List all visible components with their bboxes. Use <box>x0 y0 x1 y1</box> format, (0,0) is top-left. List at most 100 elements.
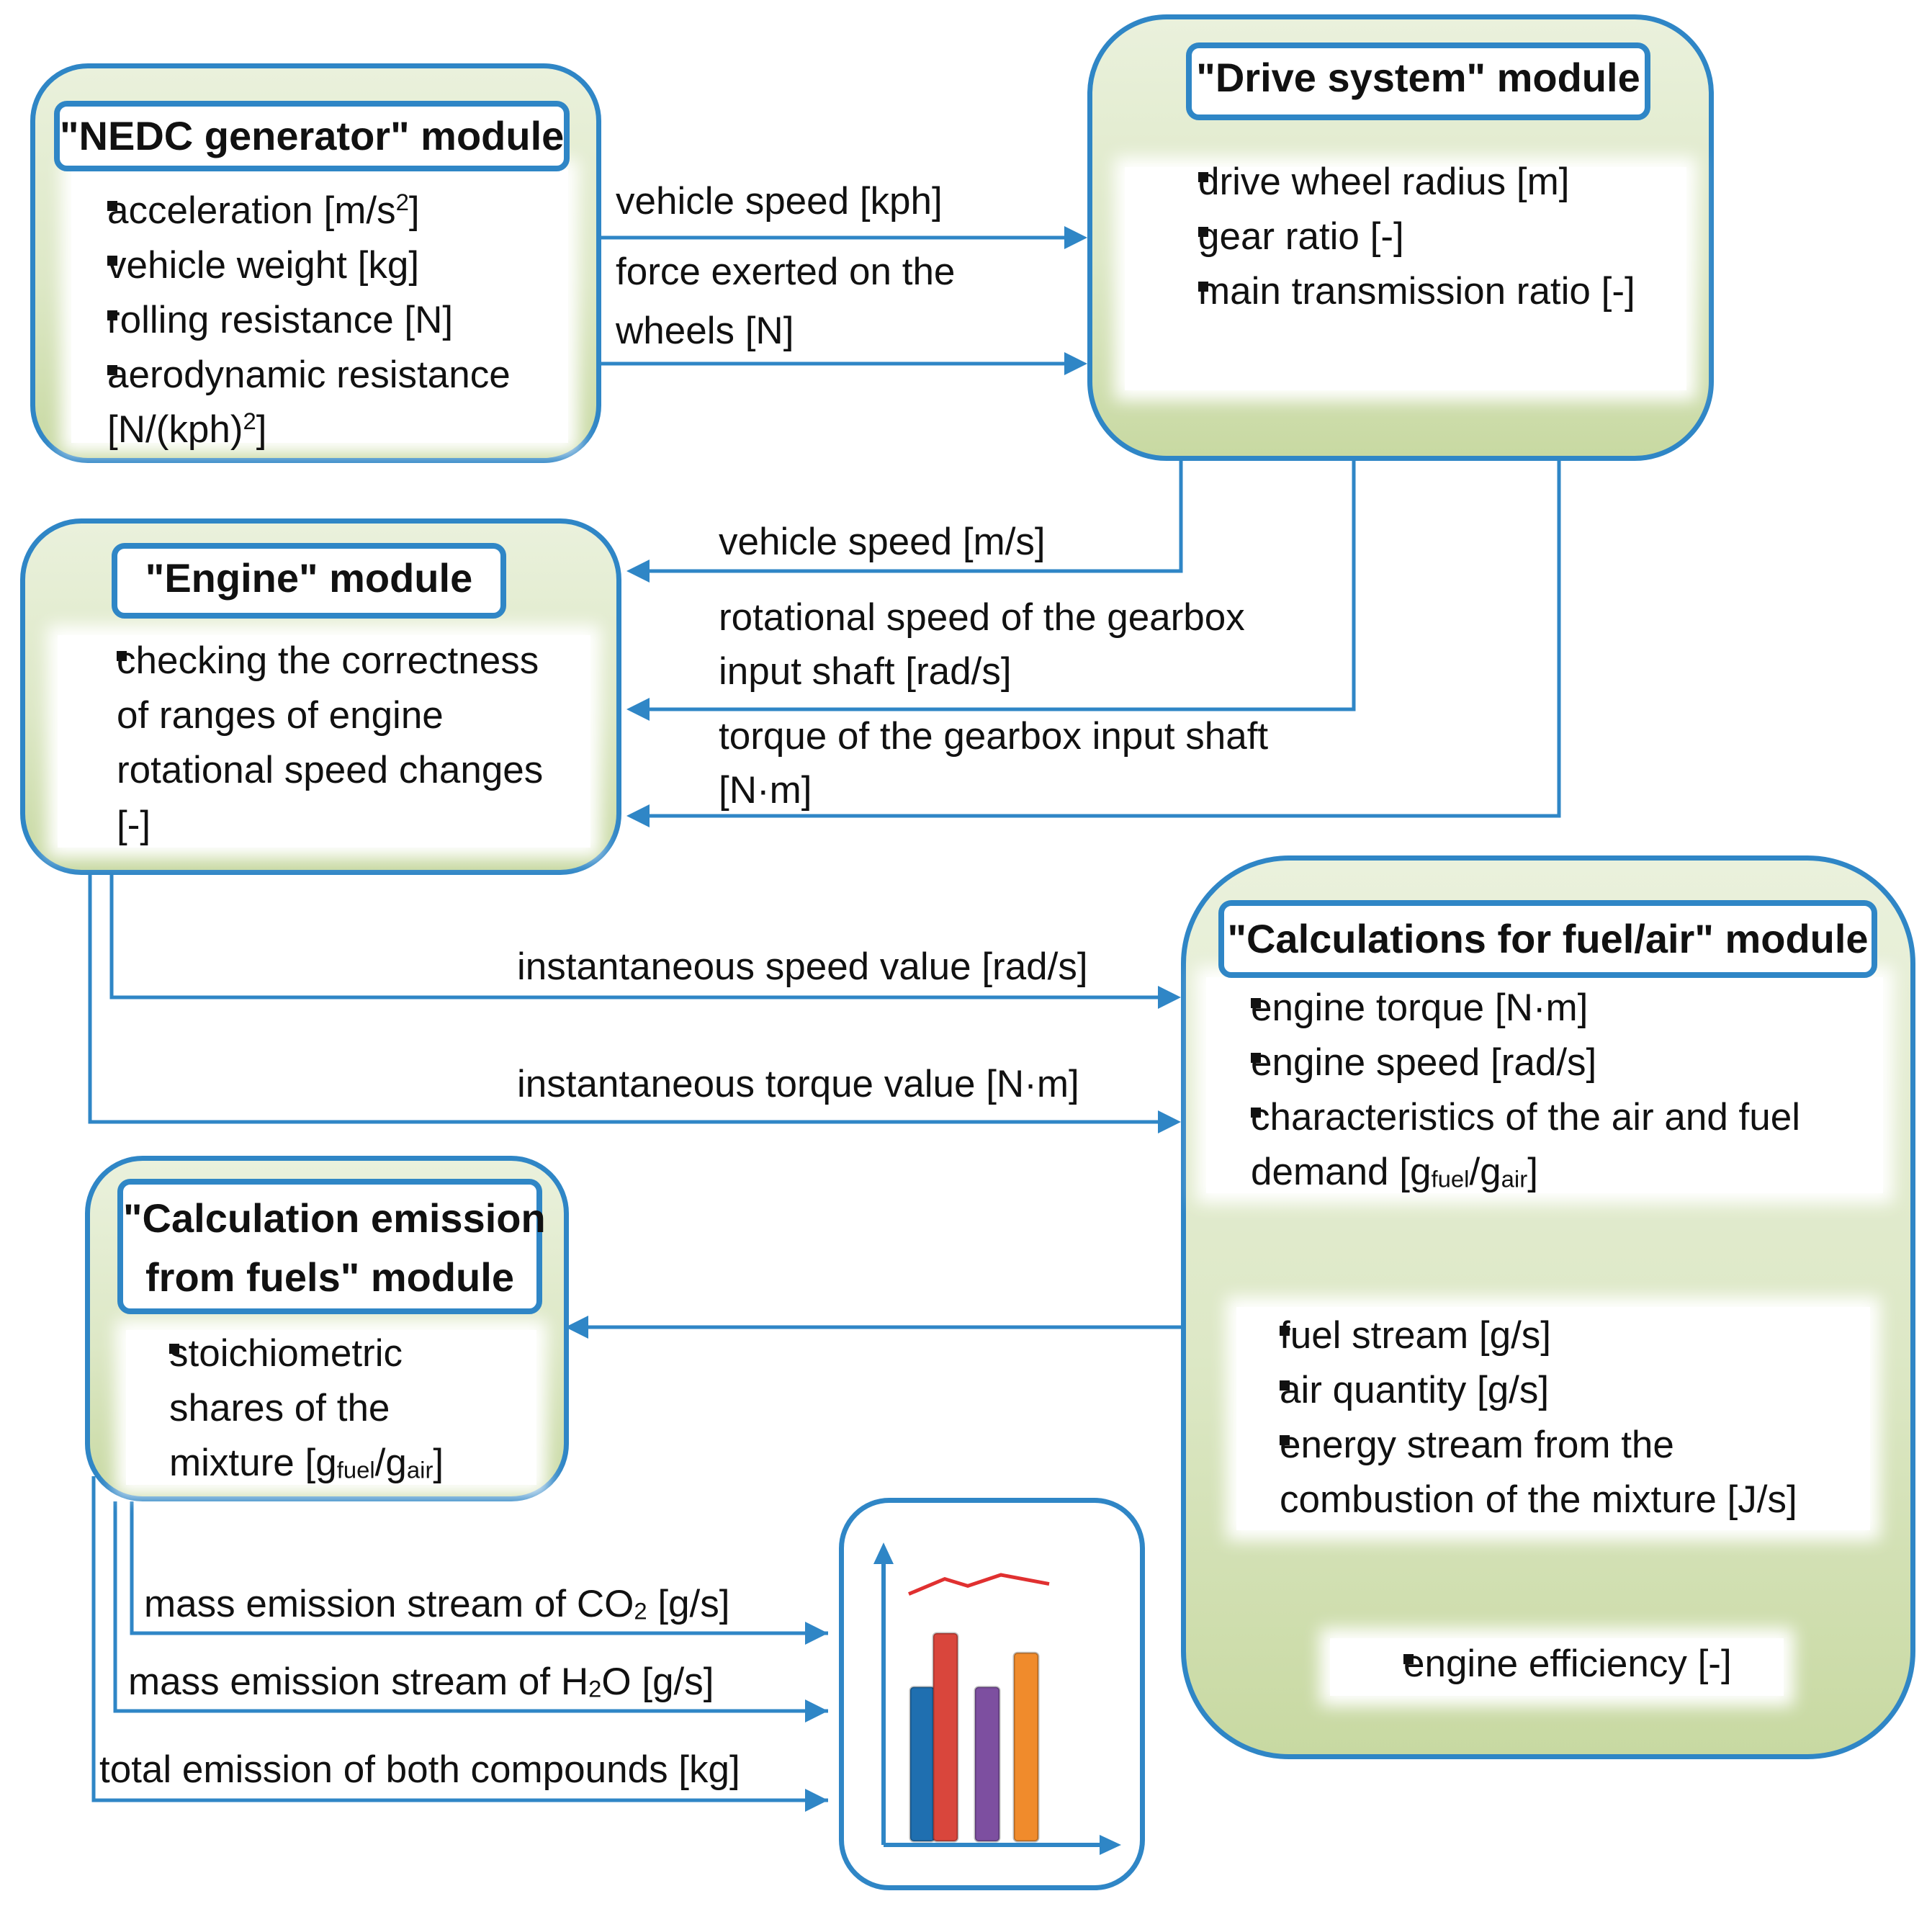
mixture-end: ] <box>433 1442 444 1484</box>
engine-line-1: checking the correctness <box>117 639 539 682</box>
chart-bar <box>909 1686 936 1843</box>
efficiency-list: engine efficiency [-] <box>1323 1637 1827 1692</box>
emission-chart-box <box>839 1498 1145 1890</box>
fuel-air-input-list: engine torque [N·m] engine speed [rad/s]… <box>1222 981 1906 1206</box>
engine-module: "Engine" module checking the correctness… <box>20 518 621 875</box>
h2o-unit: O [g/s] <box>601 1661 714 1703</box>
engine-line-2: of ranges of engine <box>117 694 444 737</box>
drive-parameter-list: drive wheel radius [m] gear ratio [-] ma… <box>1136 155 1704 319</box>
list-item: engine torque [N·m] <box>1222 981 1906 1036</box>
label-force-line-2: wheels [N] <box>616 310 794 352</box>
demand-sub-air: air <box>1501 1165 1528 1192</box>
mixture-sub-fuel: fuel <box>336 1456 375 1483</box>
demand-text: demand [g <box>1251 1151 1432 1193</box>
demand-mid: /g <box>1469 1151 1501 1193</box>
fuel-air-module-title: "Calculations for fuel/air" module <box>1218 900 1877 978</box>
arrow-total <box>91 1476 828 1802</box>
emission-panel <box>126 1330 536 1485</box>
list-item: checking the correctness of ranges of en… <box>84 634 617 853</box>
label-rotational-line-1: rotational speed of the gearbox <box>719 596 1245 639</box>
chart-bar <box>932 1632 959 1843</box>
list-item: stoichiometric shares of the mixture [gf… <box>140 1326 572 1497</box>
list-item: gear ratio [-] <box>1136 210 1704 264</box>
drive-system-module: "Drive system" module drive wheel radius… <box>1087 14 1714 461</box>
x-axis-arrowhead <box>1100 1835 1121 1855</box>
list-item: drive wheel radius [m] <box>1136 155 1704 210</box>
list-item: air quantity [g/s] <box>1251 1363 1899 1418</box>
label-instantaneous-torque: instantaneous torque value [N·m] <box>517 1063 1079 1105</box>
label-co2-emission: mass emission stream of CO2 [g/s] <box>144 1577 730 1638</box>
label-force-line-1: force exerted on the <box>616 251 956 293</box>
emission-module-title: "Calculation emission from fuels" module <box>117 1179 546 1314</box>
engine-line-4: [-] <box>117 804 151 846</box>
emission-line-1: stoichiometric <box>169 1332 403 1375</box>
co2-text: mass emission stream of CO <box>144 1583 634 1625</box>
list-item: aerodynamic resistance [N/(kph)2] <box>78 348 583 457</box>
list-item: engine efficiency [-] <box>1323 1637 1827 1692</box>
characteristics-text: characteristics of the air and fuel <box>1251 1096 1800 1138</box>
engine-module-title: "Engine" module <box>112 543 506 619</box>
label-torque-line-1: torque of the gearbox input shaft <box>719 715 1269 758</box>
acceleration-text: acceleration [m/s <box>107 189 396 232</box>
arrow-co2 <box>130 1501 828 1635</box>
chart-icon <box>873 1542 1121 1855</box>
arrow-instantaneous-speed <box>109 875 1177 1000</box>
demand-sub-fuel: fuel <box>1431 1165 1470 1192</box>
list-item: acceleration [m/s2] <box>78 184 583 238</box>
label-total-emission: total emission of both compounds [kg] <box>99 1748 740 1791</box>
emission-module: "Calculation emission from fuels" module… <box>85 1156 569 1501</box>
label-instantaneous-speed: instantaneous speed value [rad/s] <box>517 945 1088 988</box>
engine-parameter-list: checking the correctness of ranges of en… <box>84 634 617 853</box>
aero-exponent: 2 <box>243 407 256 434</box>
arrow-rotational-speed <box>630 461 1356 711</box>
engine-panel <box>58 635 590 848</box>
mixture-text: mixture [g <box>169 1442 337 1484</box>
drive-module-title: "Drive system" module <box>1186 42 1650 120</box>
y-axis-arrowhead <box>873 1542 894 1564</box>
nedc-parameter-list: acceleration [m/s2] vehicle weight [kg] … <box>78 184 583 457</box>
list-item: rolling resistance [N] <box>78 293 583 348</box>
fuel-air-module: "Calculations for fuel/air" module engin… <box>1181 855 1915 1759</box>
aero-text: aerodynamic resistance <box>107 354 511 396</box>
list-item: energy stream from the combustion of the… <box>1251 1418 1899 1527</box>
aero-end: ] <box>256 408 267 451</box>
nedc-module-title: "NEDC generator" module <box>54 101 570 171</box>
efficiency-panel <box>1330 1638 1784 1696</box>
list-item: engine speed [rad/s] <box>1222 1036 1906 1090</box>
co2-unit: [g/s] <box>647 1583 730 1625</box>
energy-stream-text: energy stream from the <box>1280 1424 1674 1466</box>
acceleration-end: ] <box>408 189 420 232</box>
acceleration-exponent: 2 <box>395 188 409 215</box>
nedc-panel <box>71 169 568 443</box>
combustion-text: combustion of the mixture [J/s] <box>1280 1478 1797 1521</box>
chart-trend-line <box>908 1573 1050 1596</box>
emission-title-line-1: "Calculation emission <box>123 1195 546 1241</box>
demand-end: ] <box>1527 1151 1538 1193</box>
mixture-mid: /g <box>374 1442 407 1484</box>
label-h2o-emission: mass emission stream of H2O [g/s] <box>128 1655 714 1716</box>
arrow-torque-gearbox <box>630 461 1561 818</box>
co2-subscript: 2 <box>634 1597 647 1625</box>
fuel-air-input-panel <box>1206 977 1883 1193</box>
fuel-air-output-panel <box>1236 1307 1870 1530</box>
emission-line-2: shares of the <box>169 1387 390 1429</box>
emission-parameter-list: stoichiometric shares of the mixture [gf… <box>140 1326 572 1497</box>
emission-title-line-2: from fuels" module <box>145 1254 514 1300</box>
list-item: fuel stream [g/s] <box>1251 1308 1899 1363</box>
label-rotational-line-2: input shaft [rad/s] <box>719 650 1012 693</box>
chart-bar <box>1012 1651 1040 1843</box>
arrow-h2o <box>113 1501 828 1713</box>
chart-bar <box>974 1686 1001 1843</box>
h2o-text: mass emission stream of H <box>128 1661 589 1703</box>
engine-line-3: rotational speed changes <box>117 749 544 791</box>
list-item: main transmission ratio [-] <box>1136 264 1704 319</box>
mixture-sub-air: air <box>406 1456 433 1483</box>
arrow-vehicle-speed-ms <box>630 461 1183 573</box>
h2o-subscript: 2 <box>588 1675 602 1702</box>
fuel-air-output-list: fuel stream [g/s] air quantity [g/s] ene… <box>1251 1308 1899 1527</box>
label-vehicle-speed-ms: vehicle speed [m/s] <box>719 521 1046 563</box>
list-item: characteristics of the air and fuel dema… <box>1222 1090 1906 1206</box>
label-vehicle-speed-kph: vehicle speed [kph] <box>616 180 943 223</box>
aero-unit: [N/(kph) <box>107 408 243 451</box>
label-torque-line-2: [N·m] <box>719 769 812 812</box>
